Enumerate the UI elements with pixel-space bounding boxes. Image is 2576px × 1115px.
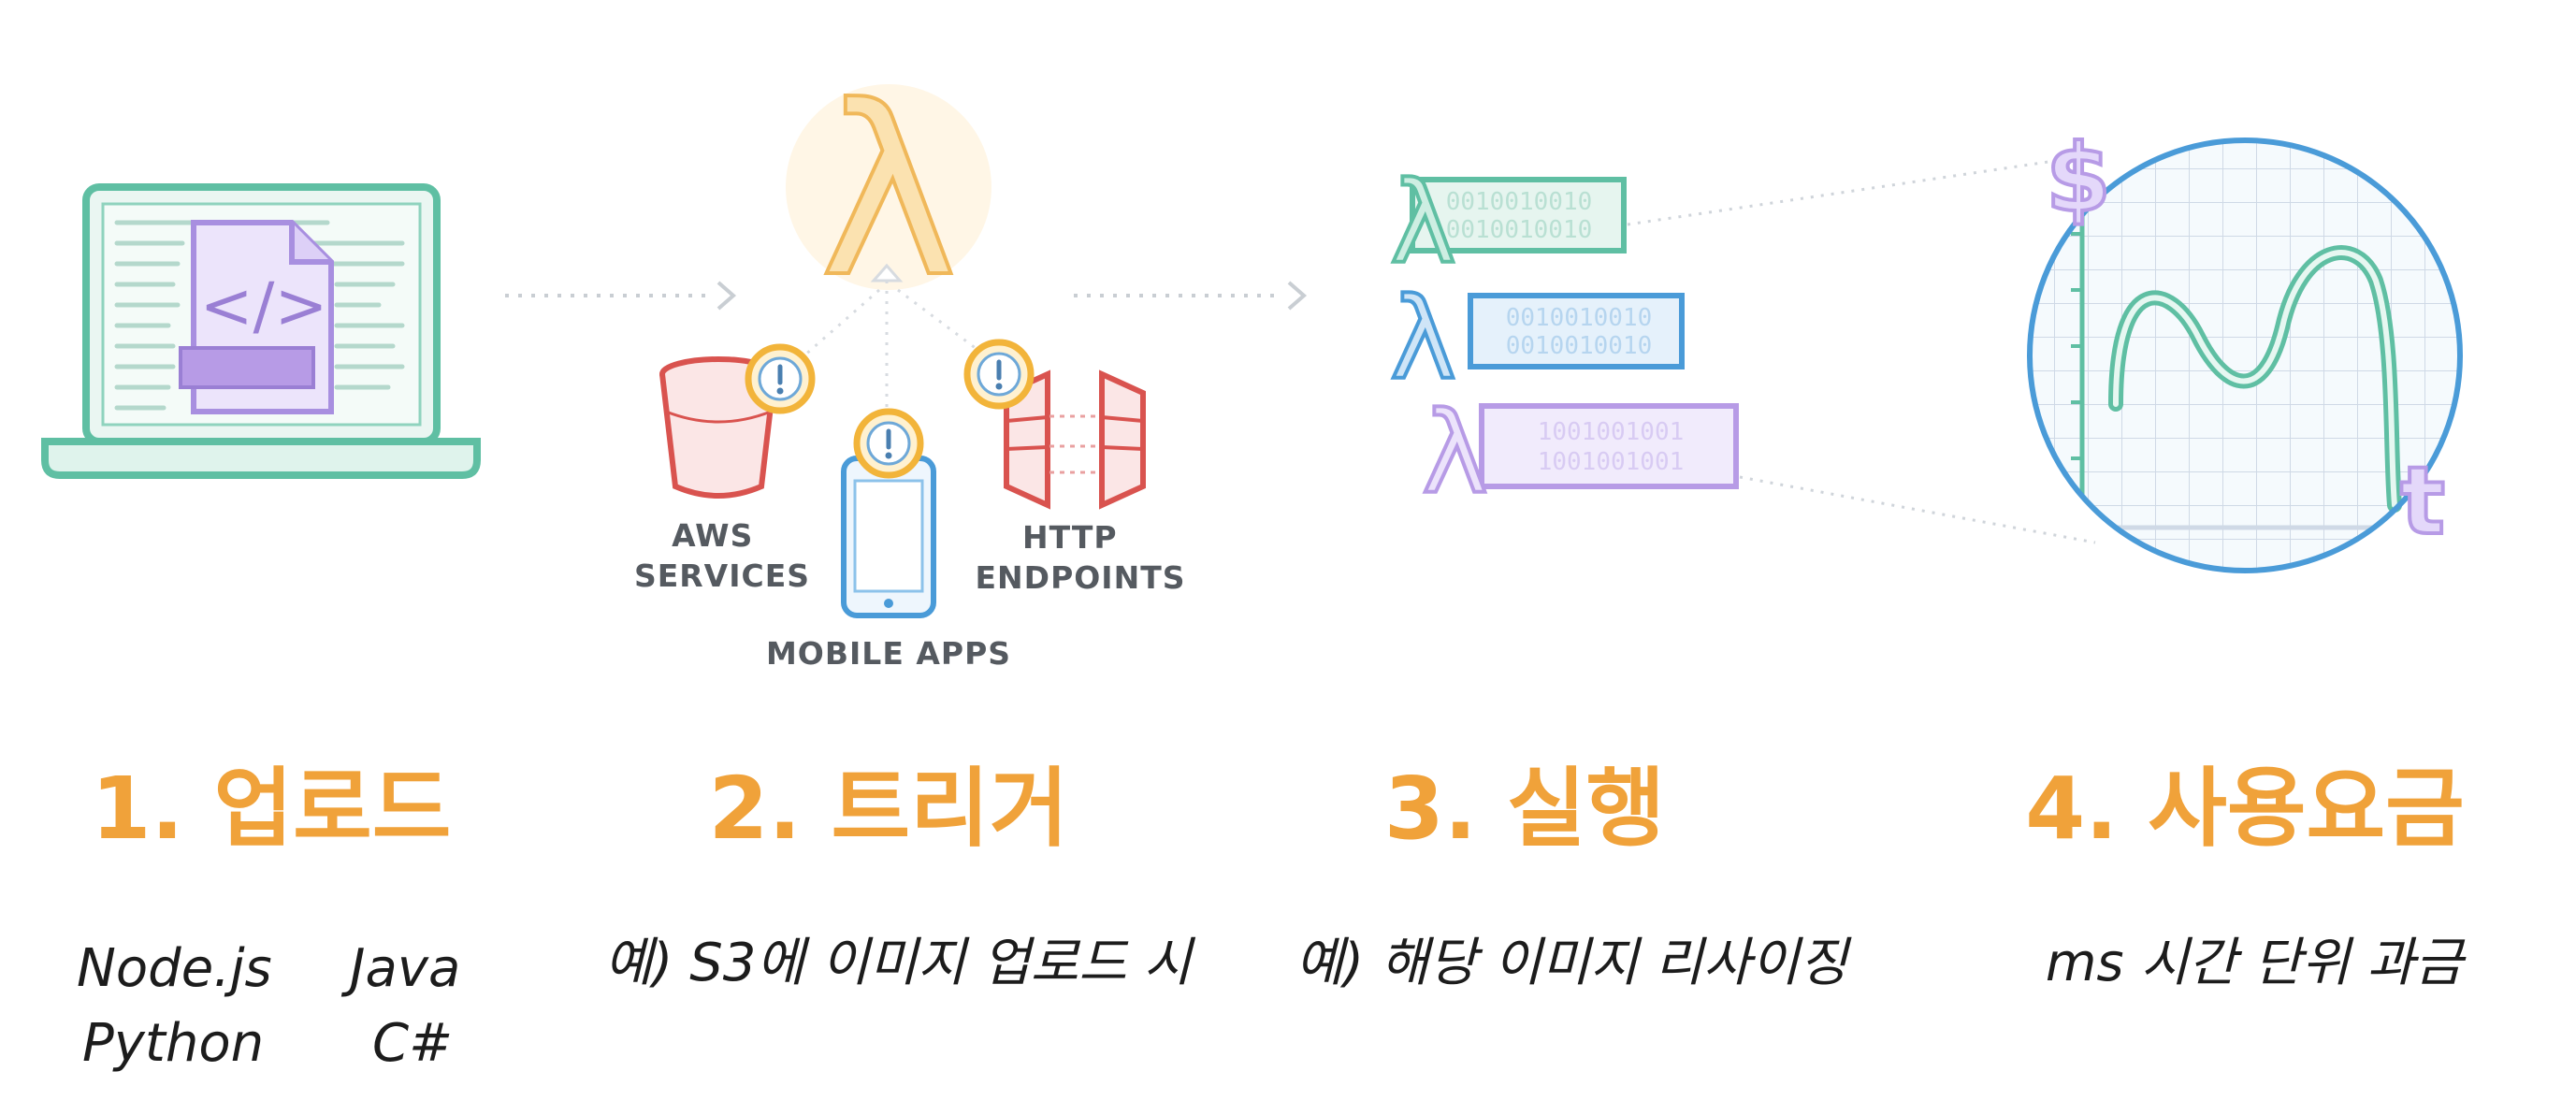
step-title-upload: 1. 업로드 <box>91 759 452 859</box>
runtime-python: Python <box>82 1013 265 1074</box>
alert-icon <box>853 408 924 479</box>
s3-bucket-icon <box>659 356 777 499</box>
code-file-icon: </> <box>179 220 334 414</box>
mobile-phone-icon <box>841 456 936 618</box>
step-title-billing: 4. 사용요금 <box>2025 759 2465 859</box>
binary-text: 0010010010 <box>1506 304 1653 332</box>
binary-text: 1001001001 <box>1538 448 1685 476</box>
runtime-java: Java <box>350 938 461 999</box>
binary-text: 0010010010 <box>1446 188 1593 216</box>
runtime-csharp: C# <box>372 1013 454 1074</box>
step-desc-billing: ms 시간 단위 과금 <box>2045 933 2464 993</box>
runtime-nodejs: Node.js <box>77 938 272 999</box>
trigger-connectors <box>803 263 992 421</box>
lambda-execution-stack: 0010010010 0010010010 λ 0010010010 00100… <box>1388 157 1739 521</box>
flow-arrow-1 <box>505 281 737 311</box>
binary-text: 0010010010 <box>1446 216 1593 244</box>
binary-text: 1001001001 <box>1538 418 1685 446</box>
label-http-line2: ENDPOINTS <box>976 559 1186 596</box>
execution-strip-1: 0010010010 0010010010 λ <box>1388 157 1627 291</box>
svg-text:</>: </> <box>200 269 328 343</box>
http-endpoint-icon <box>1004 369 1146 510</box>
alert-icon <box>745 343 816 414</box>
lambda-icon: λ <box>1422 389 1488 519</box>
lambda-icon: λ <box>1390 275 1456 405</box>
binary-text: 0010010010 <box>1506 332 1653 360</box>
billing-chart-icon <box>2027 138 2463 573</box>
flow-arrow-2 <box>1074 281 1308 311</box>
step-desc-execute: 예) 해당 이미지 리사이징 <box>1295 933 1848 993</box>
execution-strip-2: 0010010010 0010010010 λ <box>1388 273 1685 407</box>
time-axis-symbol: t <box>2400 446 2445 556</box>
alert-icon <box>963 339 1035 410</box>
execution-strip-3: 1001001001 1001001001 λ <box>1420 387 1739 521</box>
svg-text:λ: λ <box>819 56 958 328</box>
label-mobile-apps: MOBILE APPS <box>766 635 1011 672</box>
lambda-icon: λ <box>786 54 991 330</box>
zoom-connector-lines <box>1627 157 2096 544</box>
label-aws-line1: AWS <box>672 517 753 554</box>
label-http-endpoints: HTTP ENDPOINTS <box>976 519 1186 596</box>
label-aws-services: AWS SERVICES <box>634 517 810 594</box>
step-title-execute: 3. 실행 <box>1383 759 1666 859</box>
currency-symbol: $ <box>2046 123 2111 233</box>
lambda-icon: λ <box>1390 159 1456 289</box>
label-aws-line2: SERVICES <box>634 558 810 594</box>
label-http-line1: HTTP <box>1022 519 1118 556</box>
step-desc-trigger: 예) S3에 이미지 업로드 시 <box>604 933 1192 993</box>
step-title-trigger: 2. 트리거 <box>708 759 1069 859</box>
